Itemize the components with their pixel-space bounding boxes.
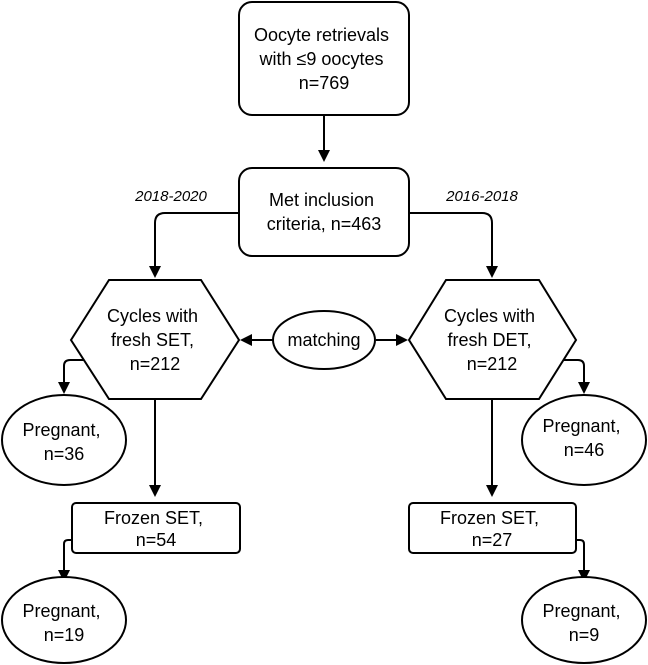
pregnant-right-2-label: Pregnant, n=9 xyxy=(542,601,625,645)
connectors xyxy=(58,116,590,582)
pregnant-right-1-label: Pregnant, n=46 xyxy=(542,416,625,460)
frozen-set-left-box xyxy=(71,502,241,554)
left-period-label: 2018-2020 xyxy=(134,188,207,205)
pregnant-right-2-ellipse xyxy=(521,576,647,664)
fresh-det-hexagon xyxy=(407,279,578,400)
arrow-frozen-right-to-pregnant xyxy=(576,539,590,582)
inclusion-criteria-box xyxy=(238,167,410,257)
pregnant-left-2-label: Pregnant, n=19 xyxy=(22,601,105,645)
pregnant-left-1-ellipse xyxy=(1,394,127,486)
frozen-set-left-label: Frozen SET, n=54 xyxy=(104,508,208,550)
inclusion-criteria-label: Met inclusion criteria, n=463 xyxy=(267,190,382,234)
fresh-set-label: Cycles with fresh SET, n=212 xyxy=(107,306,203,374)
right-period-label: 2016-2018 xyxy=(445,188,518,205)
frozen-set-right-label: Frozen SET, n=27 xyxy=(440,508,544,550)
arrow-inclusion-to-fresh-det xyxy=(409,212,498,278)
fresh-set-hexagon xyxy=(69,279,241,400)
fresh-det-label: Cycles with fresh DET, n=212 xyxy=(444,306,540,374)
arrow-fresh-set-to-pregnant xyxy=(58,359,101,394)
oocyte-retrievals-box xyxy=(238,1,410,116)
oocyte-retrievals-label: Oocyte retrievals with ≤9 oocytes n=769 xyxy=(254,25,394,93)
pregnant-right-1-ellipse xyxy=(521,394,647,486)
frozen-set-right-box xyxy=(408,502,577,554)
arrow-inclusion-to-fresh-set xyxy=(149,212,239,278)
matching-label: matching xyxy=(287,330,360,350)
arrow-frozen-left-to-pregnant xyxy=(58,539,72,582)
matching-ellipse xyxy=(272,310,376,370)
arrow-fresh-det-to-pregnant xyxy=(548,359,590,394)
pregnant-left-2-ellipse xyxy=(1,576,127,664)
pregnant-left-1-label: Pregnant, n=36 xyxy=(22,420,105,464)
